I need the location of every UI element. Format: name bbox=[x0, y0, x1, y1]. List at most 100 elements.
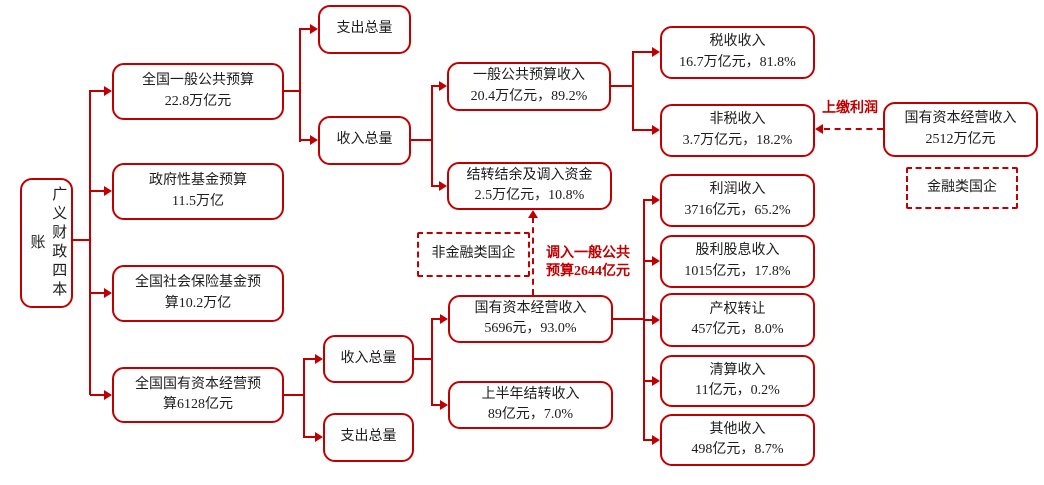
connector-to-other-income bbox=[644, 439, 653, 441]
arrow-into-expenditure-top bbox=[310, 24, 318, 34]
node-text: 全国一般公共预算 bbox=[142, 73, 254, 89]
connector-to-tax-revenue bbox=[633, 51, 653, 53]
connector-revenue-top-fan bbox=[431, 85, 433, 187]
label-transfer-note-line1: 调入一般公共 bbox=[546, 246, 630, 261]
node-soe-revenue-right: 国有资本经营收入 2512万亿元 bbox=[883, 102, 1038, 157]
connector-branch-2 bbox=[90, 190, 105, 192]
node-state-capital-budget: 全国国有资本经营预 算6128亿元 bbox=[112, 367, 284, 423]
connector-branch-1 bbox=[90, 90, 105, 92]
connector-branch-4 bbox=[90, 394, 105, 396]
node-text: 国有资本经营收入 bbox=[474, 300, 587, 316]
node-revenue-top: 收入总量 bbox=[318, 116, 411, 165]
arrow-into-carryover bbox=[439, 181, 447, 191]
node-profit-income: 利润收入 3716亿元，65.2% bbox=[660, 174, 815, 227]
node-text: 税收收入 bbox=[709, 34, 766, 50]
arrow-into-expenditure-bottom bbox=[315, 432, 323, 442]
connector-to-public-revenue bbox=[432, 85, 440, 87]
node-soe-operating-revenue: 国有资本经营收入 5696元，93.0% bbox=[448, 295, 613, 343]
connector-trunk bbox=[89, 90, 91, 395]
node-text: 非金融类国企 bbox=[431, 246, 516, 262]
connector-to-dividend-income bbox=[644, 260, 653, 262]
connector-revenue-top-feed bbox=[411, 139, 432, 141]
node-text: 11.5万亿 bbox=[172, 193, 224, 209]
node-text: 支出总量 bbox=[340, 429, 397, 445]
node-text: 3716亿元，65.2% bbox=[684, 202, 791, 218]
arrow-into-public-revenue bbox=[439, 81, 447, 91]
arrow-into-tax-revenue bbox=[652, 47, 660, 57]
connector-soe-operating-feed bbox=[613, 318, 644, 320]
node-text: 上半年结转收入 bbox=[481, 386, 580, 402]
arrow-into-state-capital-budget bbox=[104, 390, 112, 400]
arrow-into-gov-fund bbox=[104, 186, 112, 196]
connector-to-property-transfer bbox=[644, 319, 653, 321]
node-text: 收入总量 bbox=[340, 350, 397, 366]
node-revenue-bottom: 收入总量 bbox=[323, 335, 414, 383]
node-text: 金融类国企 bbox=[927, 179, 997, 195]
arrow-into-social-insurance bbox=[104, 288, 112, 298]
arrow-into-other-income bbox=[652, 435, 660, 445]
connector-public-revenue-feed bbox=[611, 85, 633, 87]
connector-to-expenditure-bottom bbox=[304, 436, 316, 438]
node-text: 收入总量 bbox=[336, 132, 393, 148]
node-general-budget: 全国一般公共预算 22.8万亿元 bbox=[112, 63, 284, 120]
node-text: 16.7万亿元，81.8% bbox=[679, 54, 796, 70]
node-half-year-carryover: 上半年结转收入 89亿元，7.0% bbox=[448, 381, 613, 429]
node-text: 国有资本经营收入 bbox=[904, 111, 1017, 127]
connector-branch-3 bbox=[90, 292, 105, 294]
connector-transfer-in-dashed bbox=[532, 217, 534, 295]
node-text: 5696元，93.0% bbox=[484, 321, 577, 336]
node-text: 非税收入 bbox=[709, 112, 766, 128]
node-text: 广义财政四本账 bbox=[28, 186, 67, 300]
node-text: 498亿元，8.7% bbox=[691, 442, 784, 457]
arrow-into-soe-operating bbox=[440, 314, 448, 324]
arrow-into-revenue-top bbox=[310, 135, 318, 145]
node-text: 股利股息收入 bbox=[695, 243, 780, 259]
node-carryover-funds: 结转结余及调入资金 2.5万亿元，10.8% bbox=[447, 162, 612, 210]
connector-general-budget-feed bbox=[284, 90, 300, 92]
connector-to-liquidation-income bbox=[644, 380, 653, 382]
node-text: 其他收入 bbox=[709, 421, 766, 437]
node-root-four-accounts: 广义财政四本账 bbox=[20, 178, 73, 308]
node-text: 产权转让 bbox=[709, 301, 766, 317]
arrow-into-general-budget bbox=[104, 86, 112, 96]
node-text: 算6128亿元 bbox=[163, 397, 233, 412]
connector-to-half-year bbox=[432, 404, 441, 406]
arrow-into-half-year bbox=[440, 400, 448, 410]
connector-to-revenue-bottom bbox=[304, 358, 316, 360]
node-text: 1015亿元，17.8% bbox=[684, 263, 791, 279]
node-text: 利润收入 bbox=[709, 182, 766, 198]
node-text: 89亿元，7.0% bbox=[487, 407, 574, 422]
node-general-public-revenue: 一般公共预算收入 20.4万亿元，89.2% bbox=[447, 62, 611, 111]
connector-to-carryover bbox=[432, 185, 440, 187]
arrow-into-profit-income bbox=[652, 195, 660, 205]
arrow-into-property-transfer bbox=[652, 315, 660, 325]
node-text: 一般公共预算收入 bbox=[473, 68, 585, 84]
node-text: 支出总量 bbox=[336, 21, 393, 37]
connector-to-soe-operating bbox=[432, 318, 441, 320]
connector-revenue-bottom-feed bbox=[414, 358, 432, 360]
node-property-transfer: 产权转让 457亿元，8.0% bbox=[660, 293, 815, 347]
node-text: 2.5万亿元，10.8% bbox=[474, 188, 585, 203]
node-nontax-revenue: 非税收入 3.7万亿元，18.2% bbox=[660, 104, 815, 157]
node-text: 清算收入 bbox=[709, 362, 766, 378]
arrow-into-nontax-revenue bbox=[652, 125, 660, 135]
arrow-into-carryover-from-soe bbox=[528, 210, 538, 218]
node-text: 11亿元，0.2% bbox=[695, 383, 780, 398]
node-social-insurance: 全国社会保险基金预 算10.2万亿 bbox=[112, 265, 284, 322]
node-text: 结转结余及调入资金 bbox=[466, 167, 593, 183]
connector-to-nontax-revenue bbox=[633, 129, 653, 131]
label-profit-remittance: 上缴利润 bbox=[822, 101, 878, 116]
node-text: 2512万亿元 bbox=[925, 131, 996, 147]
connector-general-budget-fan bbox=[299, 28, 301, 142]
arrow-into-nontax-from-soe bbox=[815, 124, 823, 134]
node-text: 政府性基金预算 bbox=[149, 173, 247, 189]
node-text: 算10.2万亿 bbox=[164, 295, 232, 311]
connector-to-profit-income bbox=[644, 199, 653, 201]
node-expenditure-top: 支出总量 bbox=[318, 5, 411, 54]
connector-to-revenue-top bbox=[300, 139, 311, 141]
node-text: 全国国有资本经营预 bbox=[135, 376, 261, 392]
node-dividend-income: 股利股息收入 1015亿元，17.8% bbox=[660, 235, 815, 288]
node-nonfinancial-soe: 非金融类国企 bbox=[417, 232, 530, 277]
arrow-into-dividend-income bbox=[652, 256, 660, 266]
